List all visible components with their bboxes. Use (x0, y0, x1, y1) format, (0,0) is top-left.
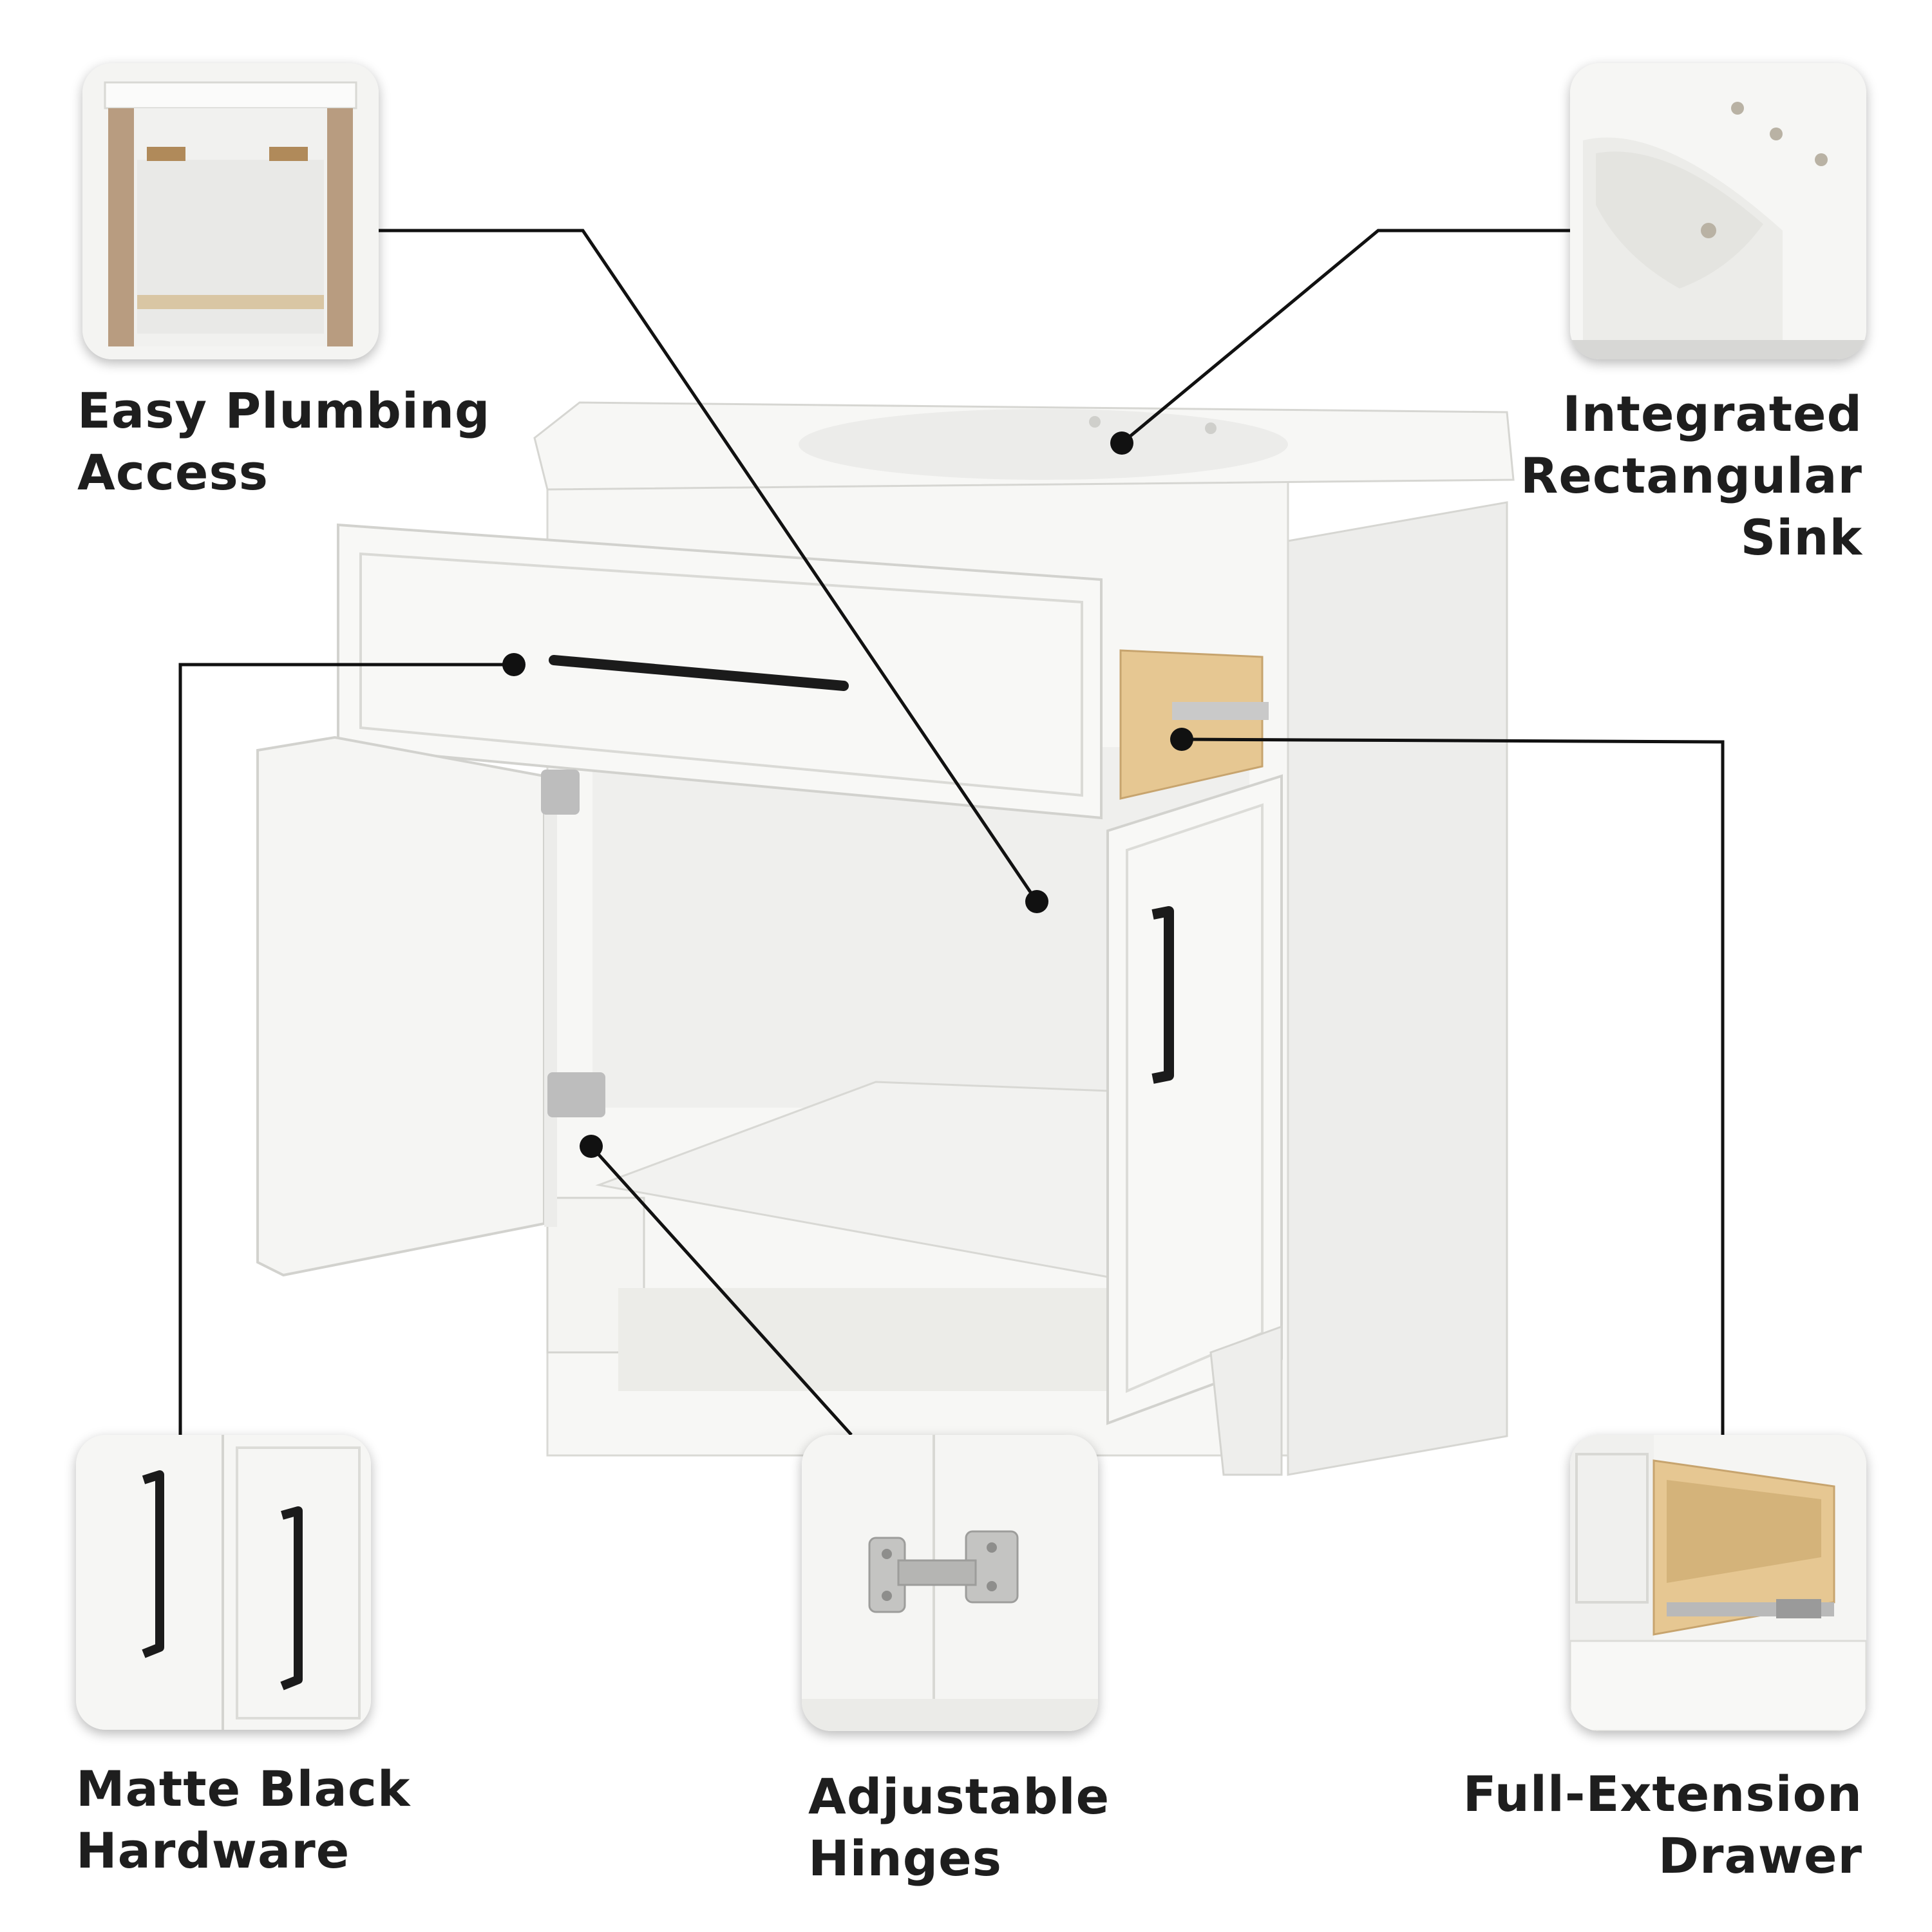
caption-line: Integrated (1562, 385, 1862, 442)
caption-line: Access (77, 444, 269, 501)
caption-adjustable-hinges: Adjustable Hinges (808, 1766, 1110, 1889)
caption-line: Easy Plumbing (77, 382, 491, 439)
caption-line: Rectangular (1520, 447, 1862, 504)
caption-line: Hardware (76, 1822, 350, 1879)
caption-line: Matte Black (76, 1760, 411, 1817)
inset-integrated-sink (1570, 63, 1866, 359)
caption-matte-black-hardware: Matte Black Hardware (76, 1758, 410, 1882)
caption-easy-plumbing-access: Easy Plumbing Access (77, 380, 490, 504)
drawer-slide-icon (1570, 1435, 1866, 1731)
inset-matte-black-hardware (76, 1435, 371, 1730)
inset-plumbing-access (82, 63, 379, 359)
caption-line: Full-Extension (1463, 1765, 1862, 1823)
caption-line: Adjustable (808, 1768, 1110, 1825)
inset-adjustable-hinges (802, 1435, 1098, 1731)
caption-line: Sink (1740, 509, 1862, 566)
sink-icon (1570, 63, 1866, 359)
handle-icon (76, 1435, 371, 1730)
caption-full-extension-drawer: Full-Extension Drawer (1463, 1763, 1862, 1887)
plumbing-access-icon (82, 63, 379, 359)
inset-full-extension-drawer (1570, 1435, 1866, 1731)
hinge-icon (802, 1435, 1098, 1731)
caption-line: Hinges (808, 1830, 1002, 1887)
caption-integrated-rectangular-sink: Integrated Rectangular Sink (1520, 383, 1862, 569)
caption-line: Drawer (1658, 1827, 1862, 1884)
